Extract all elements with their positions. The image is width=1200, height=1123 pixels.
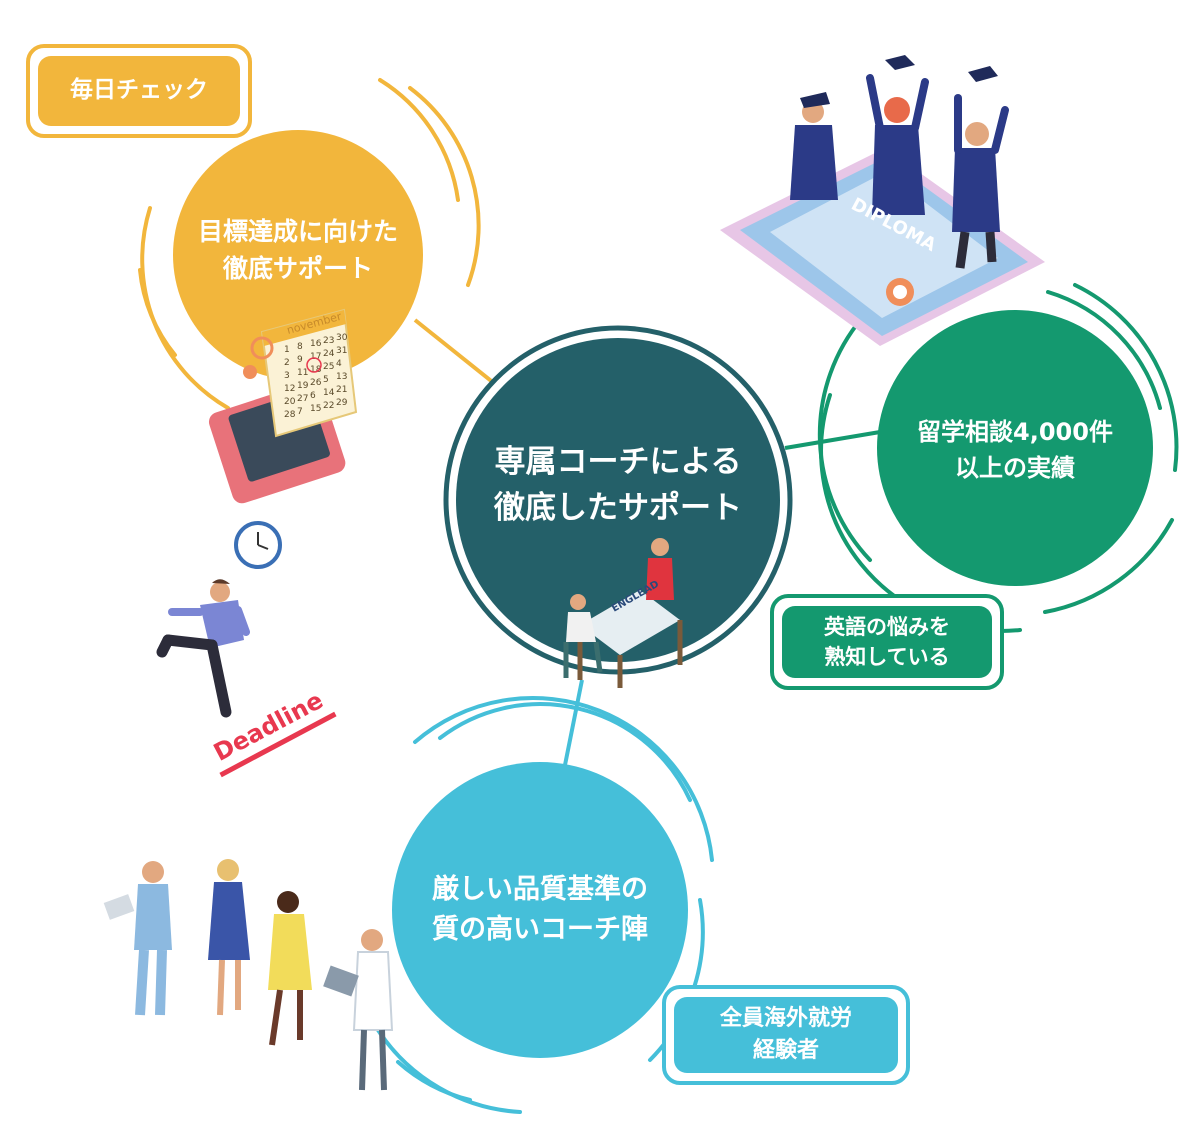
calendar-day: 19 <box>297 381 309 391</box>
calendar-day: 6 <box>310 391 316 401</box>
calendar-day: 4 <box>336 359 342 369</box>
calendar-day: 25 <box>323 362 334 372</box>
calendar-day: 2 <box>284 358 290 368</box>
badge-english-worries: 英語の悩みを 熟知している <box>770 594 1004 690</box>
center-node-text: 専属コーチによる 徹底したサポート <box>466 420 770 550</box>
calendar-day: 11 <box>297 368 308 378</box>
quality-node-text: 厳しい品質基準の 質の高いコーチ陣 <box>400 865 680 955</box>
badge-english-line-2: 熟知している <box>824 645 950 669</box>
coaches-illustration <box>103 859 394 1091</box>
support-rings <box>138 78 481 410</box>
calendar-day: 29 <box>336 398 348 408</box>
calendar-day: 22 <box>323 401 334 411</box>
calendar-day: 23 <box>323 336 334 346</box>
calendar-day: 5 <box>323 375 329 385</box>
support-circle <box>173 130 423 380</box>
calendar-day: 15 <box>310 404 321 414</box>
calendar-day: 27 <box>297 394 308 404</box>
calendar-day: 20 <box>284 397 296 407</box>
calendar-day: 17 <box>310 352 321 362</box>
quality-line-2: 質の高いコーチ陣 <box>432 914 648 945</box>
calendar-day: 21 <box>336 385 347 395</box>
support-line-2: 徹底サポート <box>222 254 373 283</box>
calendar-day: 16 <box>310 339 322 349</box>
badge-overseas-line-2: 経験者 <box>752 1038 819 1063</box>
graduates-illustration <box>720 55 1045 346</box>
calendar-day: 30 <box>336 333 348 343</box>
center-line-2: 徹底したサポート <box>494 490 742 526</box>
badge-overseas-experience: 全員海外就労 経験者 <box>662 985 910 1085</box>
connector-consult <box>784 430 881 450</box>
calendar-highlight <box>306 357 322 373</box>
calendar-day: 24 <box>323 349 335 359</box>
center-circle <box>456 338 780 662</box>
calendar-day: 3 <box>284 371 290 381</box>
calendar-day: 12 <box>284 384 295 394</box>
consult-line-1: 留学相談4,000件 <box>917 418 1113 446</box>
quality-circle <box>392 762 688 1058</box>
consult-line-2: 以上の実績 <box>955 454 1075 482</box>
consult-circle <box>877 310 1153 586</box>
calendar-illustration <box>208 308 358 504</box>
support-node-text: 目標達成に向けた 徹底サポート <box>183 205 413 295</box>
calendar-day: 28 <box>284 410 296 420</box>
calendar-day: 9 <box>297 355 303 365</box>
support-line-1: 目標達成に向けた <box>197 216 398 246</box>
badge-daily-text: 毎日チェック <box>70 77 208 104</box>
calendar-day: 8 <box>297 342 303 352</box>
consult-node-text: 留学相談4,000件 以上の実績 <box>880 405 1150 495</box>
calendar-day: 1 <box>284 345 290 355</box>
calendar-day: 7 <box>297 407 303 417</box>
connector-support <box>413 318 502 390</box>
calendar-day: 14 <box>323 388 335 398</box>
calendar-day: 26 <box>310 378 322 388</box>
calendar-day: 18 <box>310 365 322 375</box>
calendar-day: 31 <box>336 346 347 356</box>
badge-overseas-line-1: 全員海外就労 <box>719 1006 852 1032</box>
center-line-1: 専属コーチによる <box>494 443 742 480</box>
quality-line-1: 厳しい品質基準の <box>432 873 648 905</box>
running-man-illustration <box>156 521 282 718</box>
badge-daily-check: 毎日チェック <box>26 44 252 138</box>
desk-illustration <box>563 538 683 688</box>
calendar-day: 13 <box>336 372 347 382</box>
badge-english-line-1: 英語の悩みを <box>824 614 950 639</box>
